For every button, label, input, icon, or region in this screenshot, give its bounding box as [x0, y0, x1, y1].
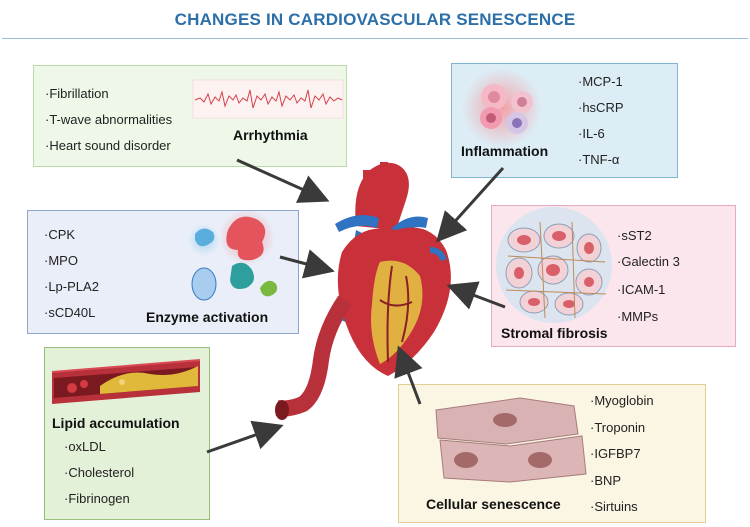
cellular-item: ·BNP: [590, 473, 622, 488]
arrhythmia-label: Arrhythmia: [233, 127, 308, 143]
lipid-item: ·Fibrinogen: [64, 491, 130, 506]
enzyme-item: ·sCD40L: [44, 305, 96, 320]
cellular-item: ·Sirtuins: [590, 499, 638, 514]
cellular-item: ·IGFBP7: [590, 446, 641, 461]
stromal-item: ·MMPs: [617, 309, 659, 324]
cellular-label: Cellular senescence: [426, 496, 561, 512]
lipid-item: ·oxLDL: [64, 439, 106, 454]
arrow-arrhythmia: [236, 158, 330, 203]
stromal-item: ·ICAM-1: [617, 282, 666, 297]
stromal-item: ·sST2: [617, 228, 652, 243]
inflammation-item: ·MCP-1: [578, 74, 623, 89]
inflammation-item: ·IL-6: [578, 126, 605, 141]
enzymes-icon: [188, 209, 278, 301]
lipid-label: Lipid accumulation: [52, 415, 180, 431]
title-divider: [2, 38, 748, 39]
enzyme-item: ·CPK: [44, 227, 76, 242]
lipid-item: ·Cholesterol: [64, 465, 135, 480]
enzyme-item: ·MPO: [44, 253, 78, 268]
arrow-enzyme: [279, 249, 335, 279]
arrhythmia-item: ·T-wave abnormalities: [45, 112, 173, 127]
stromal-label: Stromal fibrosis: [501, 325, 608, 341]
arrhythmia-item: ·Fibrillation: [45, 86, 109, 101]
arrow-lipid: [206, 420, 284, 454]
enzyme-label: Enzyme activation: [146, 309, 269, 325]
enzyme-item: ·Lp-PLA2: [44, 279, 99, 294]
fibrosis-tissue-icon: [496, 207, 612, 323]
heart-icon: [335, 162, 451, 376]
cellular-item: ·Myoglobin: [590, 393, 654, 408]
diagram-title: CHANGES IN CARDIOVASCULAR SENESCENCE: [174, 10, 576, 29]
artery-plaque-icon: [51, 359, 201, 404]
arrow-inflammation: [435, 166, 505, 243]
immune-cells-icon: [462, 68, 542, 148]
aorta-tube-icon: [275, 295, 352, 417]
ecg-trace-icon: [192, 79, 344, 119]
tube-opening-icon: [275, 400, 289, 420]
inflammation-item: ·hsCRP: [578, 100, 624, 115]
cardiomyocytes-icon: [435, 397, 587, 483]
arrow-cellular: [394, 345, 423, 405]
stromal-item: ·Galectin 3: [617, 254, 680, 269]
cellular-item: ·Troponin: [590, 420, 646, 435]
title-bar: CHANGES IN CARDIOVASCULAR SENESCENCE: [0, 2, 750, 38]
arrhythmia-item: ·Heart sound disorder: [45, 138, 171, 153]
arrow-stromal: [446, 281, 506, 310]
inflammation-label: Inflammation: [461, 143, 549, 159]
inflammation-item: ·TNF-α: [578, 152, 620, 167]
